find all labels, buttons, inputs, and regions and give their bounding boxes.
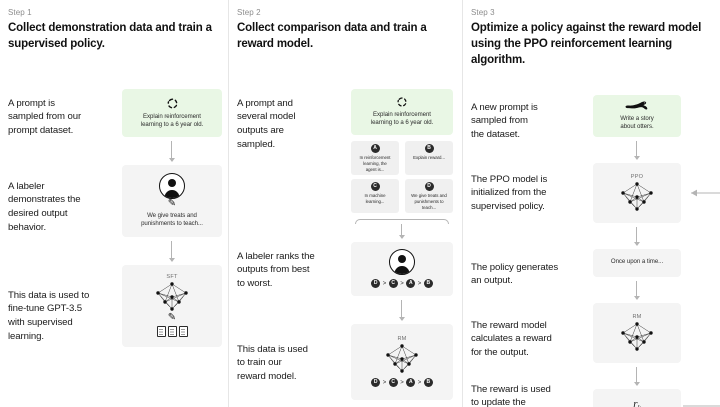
generated-output-box: Once upon a time... [593,248,681,277]
person-icon [159,173,185,199]
prompt-box-step3: Write a story about otters. [593,94,681,137]
prompt-box-step1: Explain reinforcement learning to a 6 ye… [122,88,222,137]
output-text-c: In machine learning... [364,192,386,204]
ranking-row-rm: D > C > A > B [371,378,433,388]
step-1-label: Step 1 [8,8,32,17]
step-1-title: Collect demonstration data and train a s… [8,22,212,50]
reward-symbol: rk [633,398,640,407]
output-card-c: C In machine learning... [351,178,399,213]
reward-box: rk [593,388,681,407]
rank-badge-4: B [423,378,433,388]
rank-badge-1: D [371,378,381,388]
caption-prompt-sampled: A prompt is sampled from our prompt data… [8,97,82,136]
documents-icon [156,326,188,338]
output-text-d: We give treats and punishments to teach.… [411,192,447,210]
prompt-box-step2: Explain reinforcement learning to a 6 ye… [351,88,453,135]
rank-badge-2: C [388,378,398,388]
arrow-rm-to-reward [633,366,640,386]
step-3-label: Step 3 [471,8,495,17]
feedback-loop-arrow [683,189,720,407]
neural-network-icon [156,282,188,311]
caption-reward-calc: The reward model calculates a reward for… [471,319,552,358]
arrow-outputs-to-ranker [398,223,405,239]
output-card-d: D We give treats and punishments to teac… [405,178,453,213]
arrow-output-to-rm [633,280,640,300]
recycle-icon [167,97,177,108]
neural-network-icon [386,344,418,373]
arrow-labeler-to-sft [168,240,175,262]
output-text-a: In reinforcement learning, the agent is.… [359,154,391,172]
arrow-prompt-to-ppo [633,140,640,160]
caption-reward-update: The reward is used to update the policy … [471,383,551,407]
rm-label-step3: RM [632,313,642,320]
step-3-title: Optimize a policy against the reward mod… [471,22,702,66]
reward-letter: r [633,398,638,407]
reward-subscript: k [638,405,641,407]
prompt-text-step2: Explain reinforcement learning to a 6 ye… [370,111,434,127]
rank-separator: > [417,379,422,386]
arrow-ranker-to-rm [398,299,405,321]
rank-separator: > [382,280,387,287]
generated-output-text: Once upon a time... [610,258,664,266]
neural-network-icon [621,321,653,351]
rank-badge-3: A [406,279,416,289]
person-icon [389,249,415,276]
labeler-demo-text: We give treats and punishments to teach.… [141,212,203,228]
output-card-a: A In reinforcement learning, the agent i… [351,140,399,175]
arrow-ppo-to-output [633,226,640,246]
output-text-b: Explain reward... [413,154,445,160]
sft-box: SFT [122,264,222,347]
rm-box-step2: RM [351,323,453,400]
pen-icon: ✎ [167,198,177,209]
caption-finetune-gpt: This data is used to fine-tune GPT-3.5 w… [8,289,90,342]
neural-network-icon [621,181,653,211]
rank-separator: > [400,280,404,287]
rank-separator: > [382,379,387,386]
caption-new-prompt: A new prompt is sampled from the dataset… [471,101,538,140]
output-card-b: B Explain reward... [405,140,453,175]
step-3-column: Step 3 Optimize a policy against the rew… [462,0,720,407]
output-badge-a: A [370,143,380,153]
caption-policy-output: The policy generates an output. [471,261,559,287]
sft-label: SFT [166,274,178,281]
ranker-box: D > C > A > B [351,241,453,296]
otter-icon [625,101,648,110]
ranking-row-labeler: D > C > A > B [371,279,433,289]
recycle-icon [397,97,407,107]
rank-badge-4: B [423,279,433,289]
arrow-prompt-to-labeler [168,140,175,162]
rm-label: RM [397,336,407,343]
output-badge-b: B [424,143,434,153]
step-2-column: Step 2 Collect comparison data and train… [228,0,462,407]
caption-labeler-demos: A labeler demonstrates the desired outpu… [8,180,81,233]
caption-ppo-init: The PPO model is initialized from the su… [471,173,548,212]
step-1-column: Step 1 Collect demonstration data and tr… [0,0,228,407]
merge-brace [355,218,449,224]
rank-badge-1: D [371,279,381,289]
step-2-title: Collect comparison data and train a rewa… [237,22,427,50]
rank-separator: > [400,379,404,386]
document-icon [178,326,188,338]
document-icon [167,326,177,338]
document-icon [156,326,166,338]
rank-badge-2: C [388,279,398,289]
rm-box-step3: RM [593,302,681,363]
labeler-box-step1: ✎ We give treats and punishments to teac… [122,164,222,237]
output-badge-c: C [370,181,380,191]
caption-prompt-outputs-sampled: A prompt and several model outputs are s… [237,97,296,150]
ppo-box: PPO [593,162,681,223]
prompt-text-step1: Explain reinforcement learning to a 6 ye… [140,112,204,128]
prompt-text-step3: Write a story about otters. [620,114,654,131]
pen-icon-sft: ✎ [167,312,177,324]
ppo-label: PPO [630,173,644,180]
caption-labeler-ranks: A labeler ranks the outputs from best to… [237,250,315,289]
output-badge-d: D [424,181,434,191]
step-2-label: Step 2 [237,8,261,17]
rank-badge-3: A [406,378,416,388]
caption-train-reward-model: This data is used to train our reward mo… [237,343,308,382]
rank-separator: > [417,280,422,287]
